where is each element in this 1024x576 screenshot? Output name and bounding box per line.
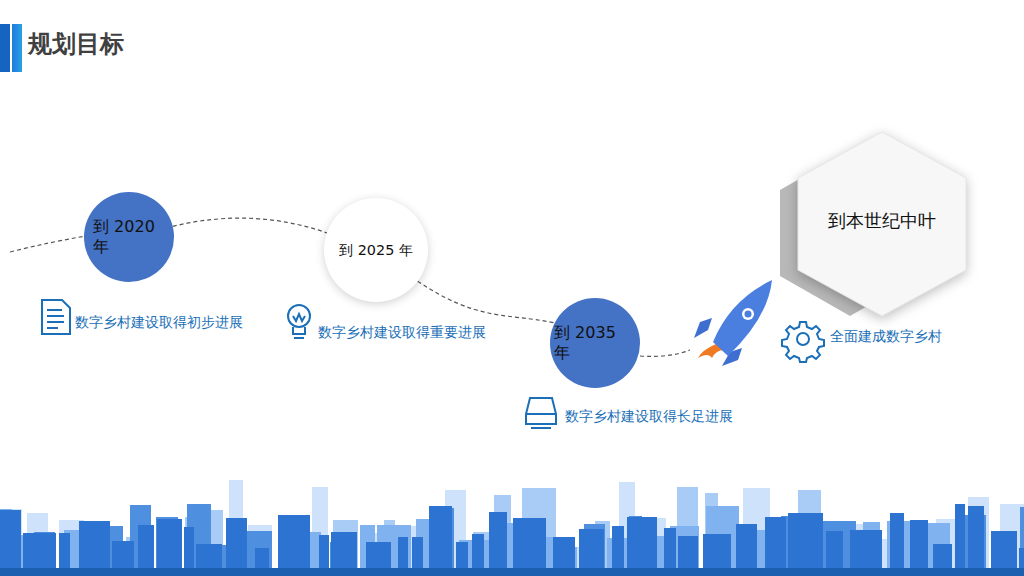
building [992,531,1017,568]
milestone-text: 到 2035 年 [554,323,626,363]
building [612,526,624,568]
building [331,532,357,568]
building [0,510,21,568]
building [412,537,423,568]
building [246,531,272,568]
building [0,509,22,568]
building [826,531,843,568]
building [59,533,70,568]
building [489,512,507,568]
bulb-icon [288,305,310,338]
building [788,513,823,568]
building [157,519,182,568]
milestone-caption: 数字乡村建设取得长足进展 [565,408,733,426]
milestone-circle: 到 2025 年 [324,198,428,302]
dashed-path [640,350,690,356]
milestone-text: 到 2025 年 [324,241,428,259]
milestone-caption: 数字乡村建设取得重要进展 [318,324,486,342]
building [736,524,757,568]
building [472,534,484,568]
building [627,517,657,568]
building [968,506,984,568]
building [1020,507,1024,568]
dashed-connector [173,218,327,233]
building [255,548,269,568]
building [850,530,882,568]
building [513,518,546,568]
rule [0,86,1024,87]
title-bar [12,24,22,72]
document-icon [42,300,70,334]
building [890,513,904,568]
building [112,541,134,568]
building [910,520,928,568]
dashed-connector [418,281,555,323]
building [226,518,247,568]
box-icon [526,398,556,428]
building [319,535,329,568]
building [579,529,604,568]
building [553,537,575,568]
building [398,537,408,568]
building [678,536,698,568]
milestone-caption: 全面建成数字乡村 [830,328,942,346]
building [79,521,110,568]
building [23,533,56,568]
building [138,525,154,568]
building [429,506,452,568]
building [933,544,952,568]
building [765,517,786,568]
milestone-text: 到 2020 年 [93,217,165,257]
building [184,527,194,568]
goal-hexagon: 到本世纪中叶 [796,130,968,318]
building [664,528,676,568]
building [955,504,965,568]
building [991,531,1017,568]
milestone-circle: 到 2020 年 [84,192,174,282]
building [196,544,222,568]
building [703,534,731,568]
ground-bar [0,568,1024,576]
building [366,542,391,568]
building [278,515,310,568]
building [1019,548,1024,568]
rocket-illustration [694,280,772,366]
city-skyline [0,480,1024,568]
milestone-circle: 到 2035 年 [550,298,640,388]
dashed-path [10,236,86,252]
milestone-caption: 数字乡村建设取得初步进展 [75,314,243,332]
page-title: 规划目标 [28,28,124,60]
building [456,542,468,568]
title-bar [0,24,10,72]
gear-icon [782,322,824,362]
milestone-text: 到本世纪中叶 [796,210,968,233]
